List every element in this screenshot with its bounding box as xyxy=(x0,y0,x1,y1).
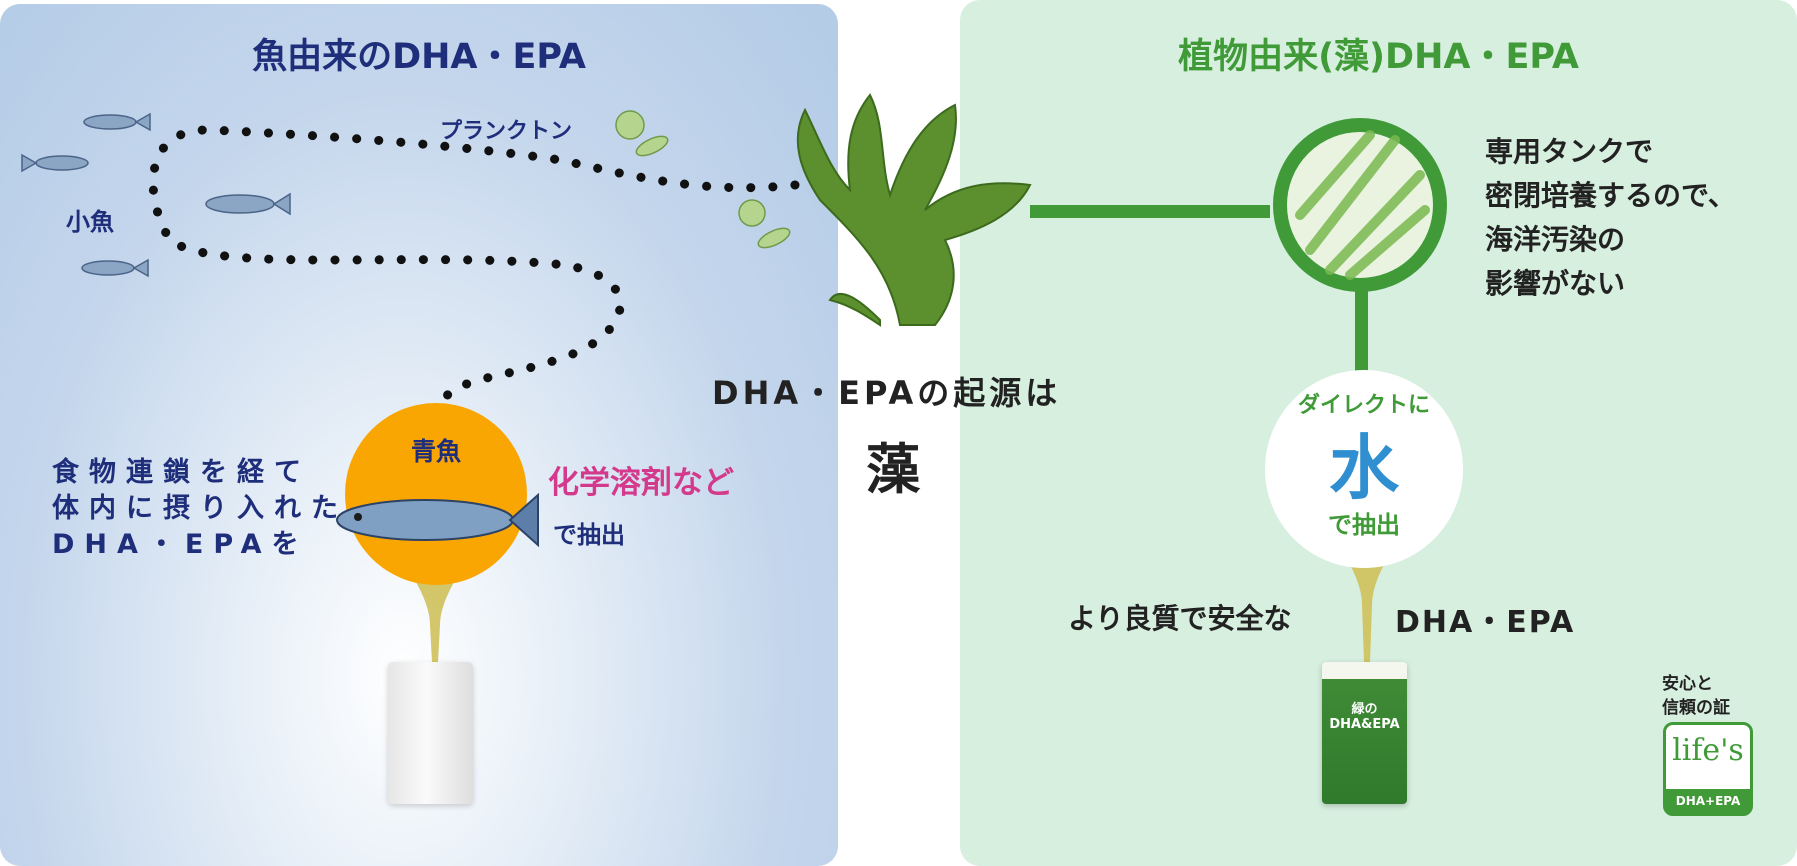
description-line: DHA・EPAを xyxy=(52,529,309,560)
logo-main-text: life's xyxy=(1672,733,1744,768)
food-chain-description: 食物連鎖を経て 体内に摂り入れた DHA・EPAを xyxy=(52,455,348,563)
algae-label: 藻 xyxy=(866,438,920,501)
oil-drip-left xyxy=(402,560,468,662)
description-line: 食物連鎖を経て xyxy=(52,457,311,488)
algae-filament-icon xyxy=(1295,130,1430,280)
logo-sub-text: DHA+EPA xyxy=(1666,789,1750,813)
seaweed-icon xyxy=(796,93,1032,327)
water-label: 水 xyxy=(1329,427,1399,509)
trust-label: 安心と 信頼の証 xyxy=(1662,672,1730,720)
description-line: 体内に摂り入れた xyxy=(52,493,348,524)
trust-line: 安心と xyxy=(1662,674,1713,694)
water-extraction-circle xyxy=(1265,370,1463,568)
connector-vertical xyxy=(1355,290,1368,385)
origin-label: DHA・EPAの起源は xyxy=(712,374,1062,412)
tank-line: 影響がない xyxy=(1485,267,1626,300)
green-pouch-image: 緑のDHA&EPA xyxy=(1322,662,1407,804)
plankton-label: プランクトン xyxy=(440,119,573,144)
connector-horizontal xyxy=(1030,205,1270,218)
extract-label-left: で抽出 xyxy=(553,521,625,549)
blue-fish-label: 青魚 xyxy=(410,437,461,466)
tank-line: 専用タンクで xyxy=(1485,135,1654,168)
lifes-dha-logo: life's DHA+EPA xyxy=(1663,722,1753,816)
small-fish-label: 小魚 xyxy=(66,208,114,236)
direct-label: ダイレクトに xyxy=(1297,393,1430,418)
plant-panel-title: 植物由来(藻)DHA・EPA xyxy=(1178,37,1579,77)
package-name: 緑のDHA&EPA xyxy=(1329,702,1400,732)
product-label: DHA・EPA xyxy=(1395,605,1576,640)
tank-line: 海洋汚染の xyxy=(1485,223,1626,256)
blue-fish-icon xyxy=(336,492,539,548)
chemical-solvent-label: 化学溶剤など xyxy=(548,465,734,501)
plain-pouch-image xyxy=(388,662,473,804)
tank-line: 密閉培養するので、 xyxy=(1485,179,1736,212)
plankton-icon xyxy=(615,110,791,249)
fish-panel-title: 魚由来のDHA・EPA xyxy=(252,37,586,77)
quality-label: より良質で安全な xyxy=(1068,602,1292,635)
blue-fish-circle xyxy=(345,403,527,585)
extract-label-right: で抽出 xyxy=(1328,511,1400,539)
trust-line: 信頼の証 xyxy=(1662,698,1730,718)
food-chain-path xyxy=(148,125,800,410)
small-fish-icon xyxy=(21,112,291,278)
oil-drip-right xyxy=(1338,545,1396,662)
tank-description: 専用タンクで 密閉培養するので、 海洋汚染の 影響がない xyxy=(1485,130,1736,306)
